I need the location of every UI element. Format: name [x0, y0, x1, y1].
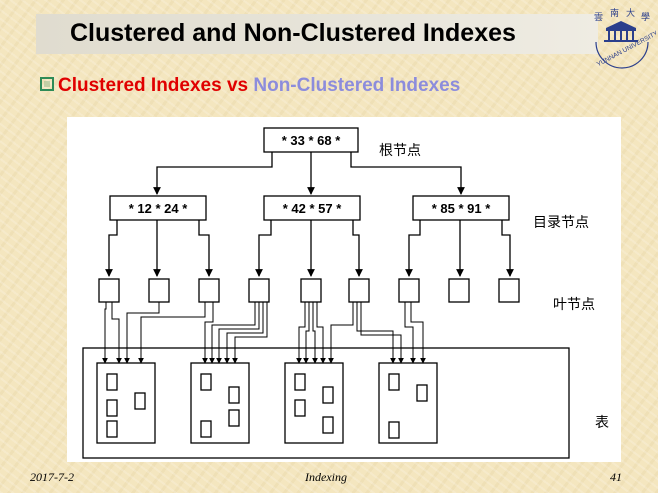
dir-node-1-label: * 12 * 24 * — [129, 201, 188, 216]
record — [106, 399, 118, 417]
footer-date: 2017-7-2 — [30, 470, 74, 484]
record — [322, 416, 334, 434]
leaf-node — [498, 278, 520, 303]
title-bar — [36, 14, 598, 54]
btree-diagram: * 33 * 68 * * 12 * 24 * * 42 * 57 * * 85… — [67, 117, 621, 462]
logo-char-1: 雲 — [594, 12, 603, 22]
directory-level-label: 目录节点 — [533, 215, 589, 231]
record — [200, 420, 212, 438]
record — [106, 373, 118, 391]
record — [106, 420, 118, 438]
record — [200, 373, 212, 391]
subtitle-clustered: Clustered Indexes vs — [58, 75, 254, 96]
leaf-node — [148, 278, 170, 303]
record — [228, 386, 240, 404]
footer-center: Indexing — [305, 470, 347, 484]
data-page-1 — [96, 362, 156, 444]
leaf-node — [348, 278, 370, 303]
leaf-level-label: 叶节点 — [553, 297, 595, 313]
logo-char-3: 大 — [626, 7, 635, 18]
dir-node-3-label: * 85 * 91 * — [432, 201, 491, 216]
record — [134, 392, 146, 410]
table-frame — [82, 347, 570, 459]
record — [388, 421, 400, 439]
root-level-label: 根节点 — [379, 143, 421, 159]
root-node-label: * 33 * 68 * — [282, 133, 341, 148]
leaf-node — [398, 278, 420, 303]
logo-char-2: 南 — [610, 7, 619, 18]
dir-node-1 — [109, 195, 207, 221]
leaf-node — [198, 278, 220, 303]
leaf-node — [300, 278, 322, 303]
record — [416, 384, 428, 402]
page-number: 41 — [610, 470, 622, 484]
leaf-node — [98, 278, 120, 303]
subtitle-nonclustered: Non-Clustered Indexes — [253, 75, 461, 96]
leaf-node — [448, 278, 470, 303]
dir-node-2 — [263, 195, 361, 221]
university-seal-logo: 雲 南 大 學 YUNNAN UNIVERSITY — [594, 7, 656, 69]
slide-title: Clustered and Non-Clustered Indexes — [70, 19, 516, 47]
record — [294, 399, 306, 417]
leaf-node — [248, 278, 270, 303]
table-label: 表 — [595, 415, 609, 431]
logo-char-4: 學 — [641, 11, 650, 22]
record — [228, 409, 240, 427]
building-icon — [604, 21, 638, 42]
dir-node-3 — [412, 195, 510, 221]
subtitle: Clustered Indexes vs Non-Clustered Index… — [40, 75, 460, 97]
dir-node-2-label: * 42 * 57 * — [283, 201, 342, 216]
record — [322, 386, 334, 404]
record — [294, 373, 306, 391]
data-page-3 — [284, 362, 344, 444]
checkbox-bullet-icon — [40, 75, 58, 97]
record — [388, 373, 400, 391]
data-page-2 — [190, 362, 250, 444]
data-page-4 — [378, 362, 438, 444]
